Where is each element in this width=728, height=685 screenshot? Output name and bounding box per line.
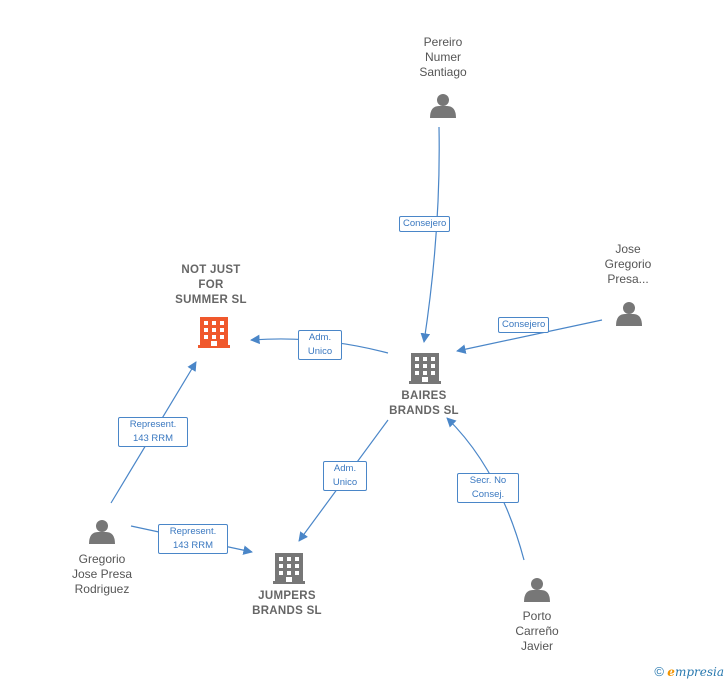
edge-label-consejero: Consejero: [399, 216, 451, 232]
building-icon[interactable]: [273, 553, 305, 584]
copyright-symbol: ©: [654, 664, 664, 679]
person-icon[interactable]: [89, 520, 115, 544]
person-icon[interactable]: [430, 94, 456, 118]
node-label-jumpers-brands[interactable]: JUMPERS BRANDS SL: [252, 590, 322, 617]
brand-rest: mpresia: [674, 665, 724, 679]
brand-initial: e: [667, 665, 675, 679]
edge-label-secr-no-consej: Secr. No Consej.: [457, 473, 519, 503]
edge-label-adm-unico: Adm. Unico: [298, 330, 342, 360]
node-label-porto-carreno[interactable]: Porto Carreño Javier: [515, 609, 559, 653]
edge-pereiro-baires: [420, 126, 440, 343]
building-icon-highlighted[interactable]: [198, 314, 230, 348]
person-icon[interactable]: [616, 302, 642, 326]
node-label-gregorio-jose-presa[interactable]: Gregorio Jose Presa Rodriguez: [71, 552, 133, 596]
empresia-logo[interactable]: © empresia: [654, 664, 724, 679]
node-label-pereiro[interactable]: Pereiro Numer Santiago: [419, 35, 467, 79]
node-label-not-just-for-summer[interactable]: NOT JUST FOR SUMMER SL: [175, 264, 247, 306]
building-icon[interactable]: [409, 353, 441, 384]
edge-label-represent: Represent. 143 RRM: [158, 524, 228, 554]
edge-label-adm-unico: Adm. Unico: [323, 461, 367, 491]
person-icon[interactable]: [524, 578, 550, 602]
edge-jose-baires: [456, 319, 603, 354]
node-label-jose-gregorio[interactable]: Jose Gregorio Presa...: [604, 242, 652, 286]
node-label-baires-brands[interactable]: BAIRES BRANDS SL: [389, 390, 459, 417]
edge-label-consejero: Consejero: [498, 317, 550, 333]
edge-label-represent: Represent. 143 RRM: [118, 417, 188, 447]
